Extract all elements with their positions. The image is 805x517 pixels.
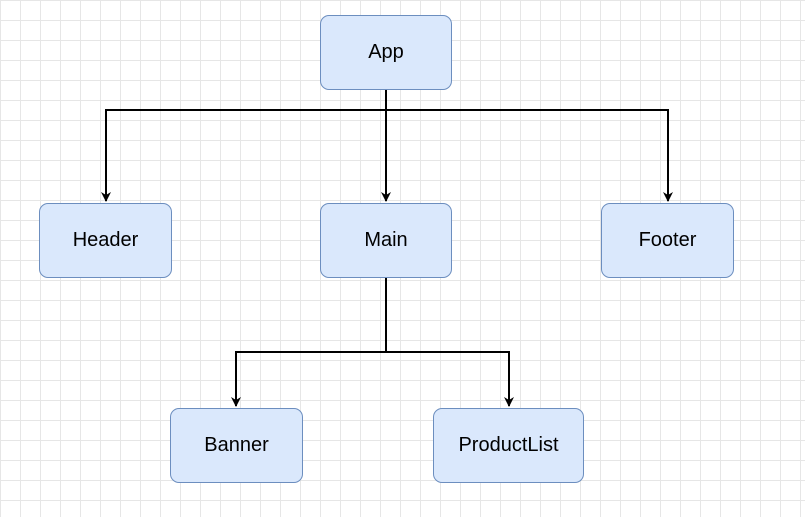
- edge-main-productlist: [386, 351, 514, 407]
- node-app-label: App: [368, 41, 404, 63]
- node-footer-label: Footer: [638, 229, 697, 251]
- node-header[interactable]: Header: [39, 203, 172, 278]
- node-app[interactable]: App: [320, 15, 452, 90]
- edge-main-banner: [231, 278, 387, 407]
- node-main-label: Main: [364, 229, 408, 251]
- node-footer[interactable]: Footer: [601, 203, 734, 278]
- node-main[interactable]: Main: [320, 203, 452, 278]
- edge-app-header: [101, 90, 387, 202]
- node-productlist[interactable]: ProductList: [433, 408, 584, 483]
- node-banner[interactable]: Banner: [170, 408, 303, 483]
- node-banner-label: Banner: [204, 434, 269, 456]
- node-header-label: Header: [72, 229, 139, 251]
- edge-app-footer: [386, 109, 673, 202]
- node-productlist-label: ProductList: [458, 434, 559, 456]
